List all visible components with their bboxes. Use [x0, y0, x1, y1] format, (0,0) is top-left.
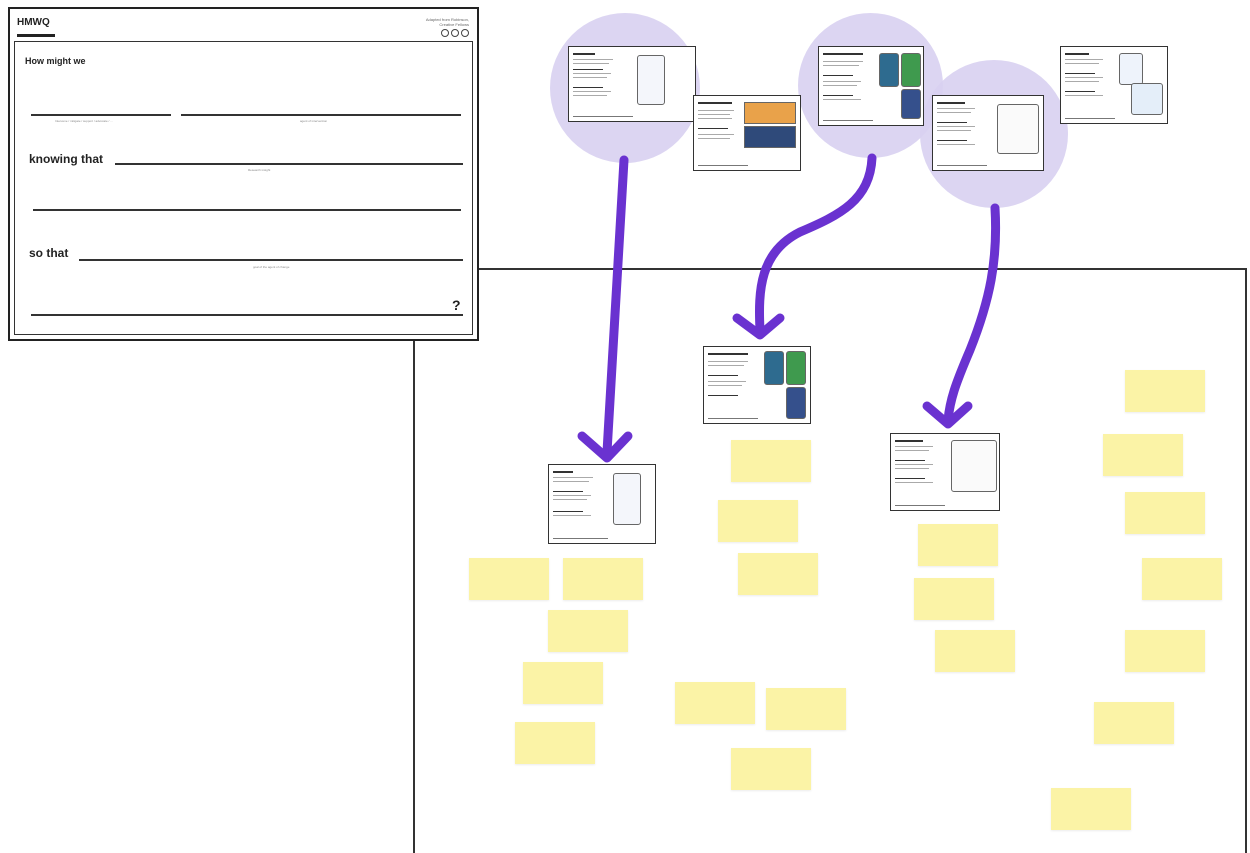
prompt-so-that: so that: [29, 246, 69, 260]
hmwq-title-underline: [17, 34, 55, 37]
sticky-note[interactable]: [548, 610, 628, 652]
sticky-note[interactable]: [718, 500, 798, 542]
hint-action: Intervene / mitigate / support / advocat…: [55, 119, 113, 123]
hmwq-attribution-line-2: Creative Fellows: [439, 22, 469, 27]
hint-goal: goal of the agent of change: [253, 265, 290, 269]
hmwq-attribution-line-1: Adapted from Robinson,: [425, 17, 469, 22]
sticky-note[interactable]: [1125, 370, 1205, 412]
board-card-3[interactable]: [890, 433, 1000, 511]
hmwq-attribution: Adapted from Robinson, Creative Fellows: [426, 17, 469, 27]
goal-line-2[interactable]: [31, 314, 463, 316]
goal-line[interactable]: [79, 259, 463, 261]
hmwq-form-area: How might we Intervene / mitigate / supp…: [14, 41, 473, 335]
sketch-card-2[interactable]: [693, 95, 801, 171]
board-card-1[interactable]: [548, 464, 656, 544]
sticky-note[interactable]: [675, 682, 755, 724]
insight-line-2[interactable]: [33, 209, 461, 211]
hint-agent: agent of intervention: [300, 119, 328, 123]
hint-insight: Research insight: [248, 168, 271, 172]
hmwq-title: HMWQ: [17, 17, 50, 28]
hmwq-template-card[interactable]: HMWQ Adapted from Robinson, Creative Fel…: [8, 7, 479, 341]
sketch-card-4[interactable]: [932, 95, 1044, 171]
sticky-note[interactable]: [563, 558, 643, 600]
action-line[interactable]: [31, 114, 171, 116]
sticky-note[interactable]: [523, 662, 603, 704]
sketch-card-5[interactable]: [1060, 46, 1168, 124]
sticky-note[interactable]: [469, 558, 549, 600]
sticky-note[interactable]: [738, 553, 818, 595]
by-icon: [451, 29, 459, 37]
sticky-note[interactable]: [1142, 558, 1222, 600]
sticky-note[interactable]: [1051, 788, 1131, 830]
agent-line[interactable]: [181, 114, 461, 116]
sticky-note[interactable]: [515, 722, 595, 764]
sticky-note[interactable]: [1103, 434, 1183, 476]
sketch-card-3[interactable]: [818, 46, 924, 126]
sticky-note[interactable]: [1125, 492, 1205, 534]
sticky-note[interactable]: [918, 524, 998, 566]
sticky-note[interactable]: [766, 688, 846, 730]
prompt-knowing-that: knowing that: [29, 152, 103, 166]
nc-icon: [461, 29, 469, 37]
sketch-card-1[interactable]: [568, 46, 696, 122]
cc-icon: [441, 29, 449, 37]
sticky-note[interactable]: [914, 578, 994, 620]
question-mark: ?: [452, 297, 461, 313]
sticky-note[interactable]: [731, 748, 811, 790]
sticky-note[interactable]: [935, 630, 1015, 672]
insight-line[interactable]: [115, 163, 463, 165]
license-icons: [441, 29, 469, 37]
prompt-how-might-we: How might we: [25, 56, 86, 66]
board-card-2[interactable]: [703, 346, 811, 424]
sticky-note[interactable]: [1125, 630, 1205, 672]
sticky-note[interactable]: [1094, 702, 1174, 744]
sticky-note[interactable]: [731, 440, 811, 482]
